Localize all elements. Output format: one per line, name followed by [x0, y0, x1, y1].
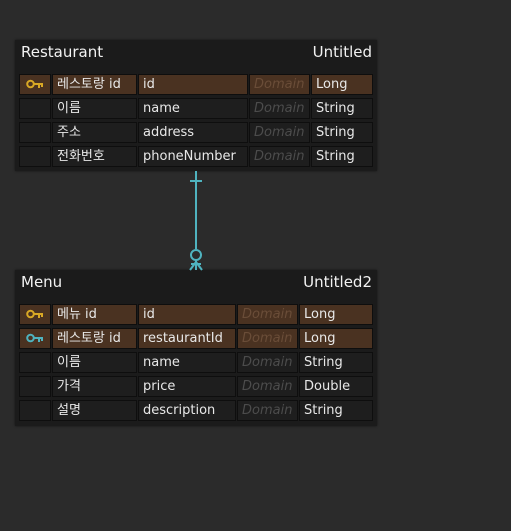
domain-cell[interactable]: Domain: [237, 352, 298, 373]
key-cell: [19, 376, 51, 397]
table-header[interactable]: Restaurant Untitled: [15, 40, 377, 70]
physical-name[interactable]: address: [138, 122, 248, 143]
logical-name[interactable]: 레스토랑 id: [52, 74, 137, 95]
table-header[interactable]: Menu Untitled2: [15, 270, 377, 300]
physical-name[interactable]: name: [138, 98, 248, 119]
data-type[interactable]: Double: [299, 376, 373, 397]
physical-name[interactable]: id: [138, 304, 236, 325]
primary-key-icon: [26, 78, 44, 93]
table-schema: Untitled: [312, 43, 372, 61]
logical-name[interactable]: 이름: [52, 352, 137, 373]
primary-key-icon: [26, 308, 44, 323]
domain-cell[interactable]: Domain: [237, 376, 298, 397]
zero-mark: [190, 249, 202, 261]
physical-name[interactable]: name: [138, 352, 236, 373]
domain-cell[interactable]: Domain: [249, 98, 310, 119]
key-cell: [19, 328, 51, 349]
table-schema: Untitled2: [303, 273, 372, 291]
data-type[interactable]: String: [311, 146, 373, 167]
physical-name[interactable]: price: [138, 376, 236, 397]
data-type[interactable]: Long: [311, 74, 373, 95]
logical-name[interactable]: 이름: [52, 98, 137, 119]
key-cell: [19, 304, 51, 325]
domain-cell[interactable]: Domain: [249, 74, 310, 95]
logical-name[interactable]: 주소: [52, 122, 137, 143]
key-cell: [19, 74, 51, 95]
domain-cell[interactable]: Domain: [237, 328, 298, 349]
data-type[interactable]: String: [311, 98, 373, 119]
key-cell: [19, 352, 51, 373]
physical-name[interactable]: id: [138, 74, 248, 95]
logical-name[interactable]: 가격: [52, 376, 137, 397]
table-name: Menu: [21, 273, 63, 291]
physical-name[interactable]: phoneNumber: [138, 146, 248, 167]
data-type[interactable]: String: [299, 400, 373, 421]
key-cell: [19, 146, 51, 167]
data-type[interactable]: Long: [299, 304, 373, 325]
physical-name[interactable]: description: [138, 400, 236, 421]
data-type[interactable]: String: [299, 352, 373, 373]
data-type[interactable]: Long: [299, 328, 373, 349]
domain-cell[interactable]: Domain: [237, 400, 298, 421]
key-cell: [19, 122, 51, 143]
key-cell: [19, 400, 51, 421]
data-type[interactable]: String: [311, 122, 373, 143]
domain-cell[interactable]: Domain: [237, 304, 298, 325]
physical-name[interactable]: restaurantId: [138, 328, 236, 349]
logical-name[interactable]: 설명: [52, 400, 137, 421]
domain-cell[interactable]: Domain: [249, 122, 310, 143]
table-name: Restaurant: [21, 43, 104, 61]
key-cell: [19, 98, 51, 119]
logical-name[interactable]: 전화번호: [52, 146, 137, 167]
domain-cell[interactable]: Domain: [249, 146, 310, 167]
logical-name[interactable]: 레스토랑 id: [52, 328, 137, 349]
foreign-key-icon: [26, 332, 44, 347]
logical-name[interactable]: 메뉴 id: [52, 304, 137, 325]
